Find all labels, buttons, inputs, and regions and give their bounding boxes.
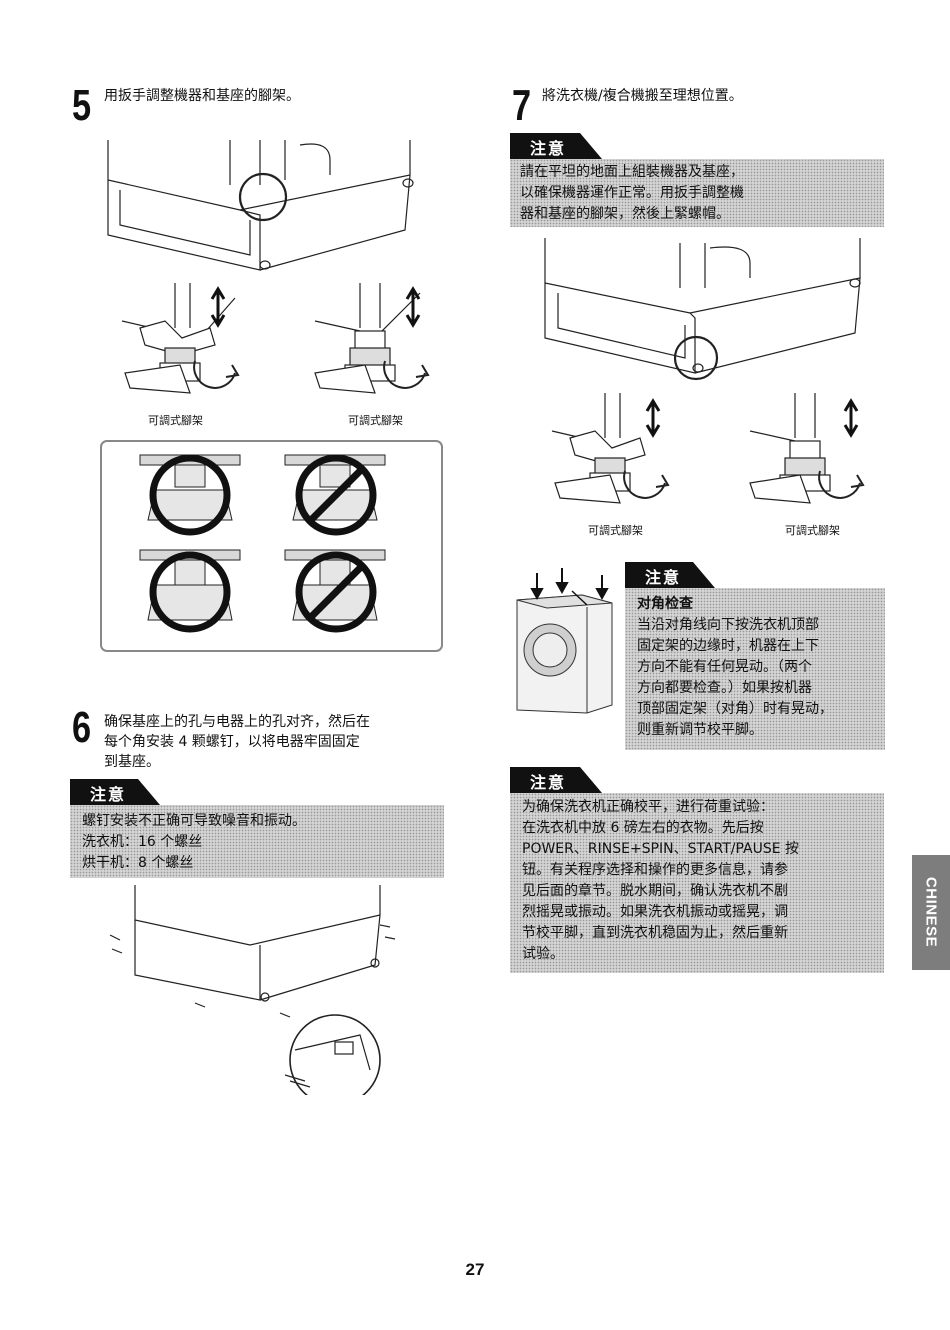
step-6-notice-label: 注意 [90,785,127,804]
step-7-notice-2-box: 对角检查 当沿对角线向下按洗衣机顶部 固定架的边缘时，机器在上下 方向不能有任何… [625,588,885,750]
step-7-notice-1-line: 器和基座的腳架，然後上緊螺帽。 [520,206,730,222]
step-5-caption-right: 可調式腳架 [348,414,403,427]
step-7-notice-2-line: 顶部固定架（对角）时有晃动， [637,701,833,717]
adjustable-foot-right-illustration-2 [749,393,865,504]
step-7-notice-3-line: 为确保洗衣机正确校平，进行荷重试验： [522,799,774,815]
washer-diagonal-check-illustration [516,568,613,714]
screw-installation-illustration [109,885,396,1095]
step-7-notice-1-header: 注意 [510,133,602,159]
step-7-notice-1-line: 請在平坦的地面上組裝機器及基座， [520,164,744,180]
step-7-notice-1-line: 以確保機器運作正常。用扳手調整機 [520,185,744,201]
step-6-line: 确保基座上的孔与电器上的孔对齐，然后在 [104,714,370,730]
step-7-notice-3-label: 注意 [530,773,567,792]
step-7-notice-2-line: 当沿对角线向下按洗衣机顶部 [637,617,819,633]
language-side-tab: CHINESE [912,855,950,970]
adjustable-foot-left-illustration [121,283,240,394]
step-7-number: 7 [512,81,531,130]
step-7-notice-2-line: 方向都要检查。）如果按机器 [637,680,812,696]
adjustable-foot-left-illustration-2 [551,393,670,504]
step-6-notice-line: 洗衣机：16 个螺丝 [82,834,203,850]
step-7-text: 將洗衣機/複合機搬至理想位置。 [542,88,743,104]
adjustable-foot-right-illustration [314,283,430,394]
step-6-line: 到基座。 [104,754,160,770]
step-7-notice-3-line: 见后面的章节。脱水期间，确认洗衣机不剧 [522,883,788,899]
step-6-line: 每个角安装 4 颗螺钉，以将电器牢固固定 [104,734,360,750]
step-7-notice-2-line: 固定架的边缘时，机器在上下 [637,638,819,654]
step-7-caption-left: 可調式腳架 [588,524,643,537]
step-7-notice-3-line: 钮。有关程序选择和操作的更多信息，请参 [522,862,788,878]
step-7-notice-1-box: 請在平坦的地面上組裝機器及基座， 以確保機器運作正常。用扳手調整機 器和基座的腳… [510,159,884,227]
step-5-number: 5 [72,81,91,130]
step-6-notice-header: 注意 [70,779,160,805]
step-7-notice-1-label: 注意 [530,139,567,158]
step-7-caption-right: 可調式腳架 [785,524,840,537]
step-7-notice-3-line: POWER、RINSE+SPIN、START/PAUSE 按 [522,841,800,857]
step-7-notice-3-header: 注意 [510,767,602,793]
step-5-caption-left: 可調式腳架 [148,414,203,427]
step-7-notice-3-box: 为确保洗衣机正确校平，进行荷重试验： 在洗衣机中放 6 磅左右的衣物。先后按 P… [510,793,884,973]
pedestal-illustration-right [544,238,861,381]
step-7-notice-2-line: 方向不能有任何晃动。（两个 [637,659,812,675]
step-6-text: 确保基座上的孔与电器上的孔对齐，然后在 每个角安装 4 颗螺钉，以将电器牢固固定… [104,712,444,772]
step-7-notice-2-label: 注意 [645,568,682,587]
step-7-notice-3-line: 在洗衣机中放 6 磅左右的衣物。先后按 [522,820,764,836]
step-7-notice-3-line: 试验。 [522,946,564,962]
pedestal-illustration [107,140,414,271]
step-5-text: 用扳手調整機器和基座的腳架。 [104,88,300,104]
step-7-notice-2-title: 对角检查 [637,596,693,612]
step-7-notice-2-header: 注意 [625,562,715,588]
step-7-notice-3-line: 节校平脚，直到洗衣机稳固为止，然后重新 [522,925,788,941]
foot-examples-panel [100,440,443,652]
step-6-notice-line: 螺钉安装不正确可导致噪音和振动。 [82,813,306,829]
step-7-notice-3-line: 烈摇晃或振动。如果洗衣机振动或摇晃，调 [522,904,788,920]
language-side-tab-label: CHINESE [922,876,940,948]
step-6-number: 6 [72,703,91,752]
step-7-notice-2-line: 则重新调节校平脚。 [637,722,763,738]
step-6-notice-line: 烘干机：8 个螺丝 [82,855,194,871]
page-number: 27 [465,1260,485,1279]
step-6-notice-box: 螺钉安装不正确可导致噪音和振动。 洗衣机：16 个螺丝 烘干机：8 个螺丝 [70,805,444,878]
